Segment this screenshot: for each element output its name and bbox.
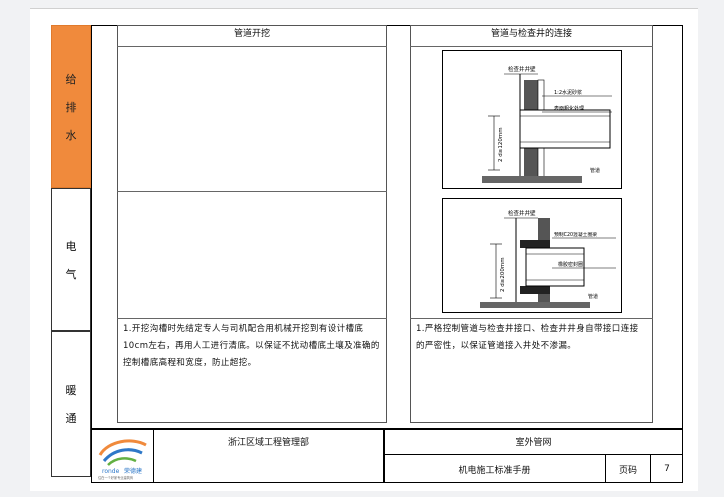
- footer-page-divider-1: [605, 454, 606, 483]
- footer-top-rule: [91, 428, 683, 430]
- logo-name: 荣德建: [124, 467, 142, 475]
- left-header-rule: [117, 46, 387, 47]
- right-note-rule: [410, 318, 653, 319]
- sidebar-water-char-2: 排: [65, 100, 77, 114]
- logo-en: ronde: [102, 468, 120, 475]
- diagram2-label-seal: 橡胶密封圈: [558, 261, 583, 268]
- sidebar-electric-char-2: 气: [65, 267, 77, 281]
- section-name: 室外管网: [515, 437, 552, 448]
- left-column-header: 管道开挖: [233, 29, 270, 39]
- right-column-header: 管道与检查井的连接: [490, 29, 572, 39]
- diagram1-dim-label: 2 d≥120mm: [498, 127, 504, 162]
- main-frame: [91, 25, 683, 483]
- page-number: 7: [664, 464, 670, 474]
- sidebar-water-char-3: 水: [65, 128, 77, 142]
- left-mid-rule: [117, 191, 387, 192]
- sidebar-water: 给 排 水: [51, 25, 91, 188]
- pipe-connection-diagram-2: 2 d≥200mm 检查井井壁 预制C20混凝土圈梁 橡胶密封圈 管道: [442, 198, 622, 313]
- right-header-rule: [410, 46, 653, 47]
- footer-right-rule: [383, 454, 683, 455]
- document-page: 给 排 水 电 气 暖 通 管道开挖 1.开挖沟槽时先结定专人与司机配合用机械开…: [30, 8, 698, 491]
- right-column: [410, 25, 653, 423]
- sidebar-water-char-1: 给: [65, 72, 77, 86]
- diagram1-label-mortar: 1:2水泥砂浆: [554, 89, 582, 96]
- left-note: 1.开挖沟槽时先结定专人与司机配合用机械开挖到有设计槽底10cm左右，再用人工进…: [123, 324, 380, 368]
- sidebar-hvac-char-2: 通: [65, 412, 77, 425]
- diagram1-title: 检查井井壁: [508, 65, 536, 73]
- pipe-connection-diagram-1: 2 d≥120mm 检查井井壁 1:2水泥砂浆 表面粗化处理 管道: [442, 50, 622, 189]
- sidebar-electric-char-1: 电: [65, 239, 77, 253]
- diagram2-title: 检查井井壁: [508, 209, 536, 217]
- diagram2-label-ring-beam: 预制C20混凝土圈梁: [554, 231, 597, 238]
- footer-page-divider-2: [650, 454, 651, 483]
- left-note-rule: [117, 318, 387, 319]
- sidebar-hvac-char-1: 暖: [65, 384, 77, 397]
- sidebar-electric: 电 气: [51, 188, 91, 331]
- footer-logo-divider: [153, 428, 154, 483]
- page-top-rule: [30, 8, 698, 9]
- right-note: 1.严格控制管道与检查井接口、检查井井身自带接口连接的严密性，以保证管道接入井处…: [416, 324, 639, 351]
- logo-tagline: 住在一个好家专业建筑商: [98, 475, 133, 480]
- diagram1-label-pipe: 管道: [590, 167, 600, 174]
- diagram1-label-rough: 表面粗化处理: [554, 105, 584, 112]
- company-logo: ronde 荣德建 住在一个好家专业建筑商: [94, 431, 152, 481]
- org-name: 浙江区域工程管理部: [227, 437, 309, 448]
- manual-name: 机电施工标准手册: [458, 465, 531, 476]
- page-label: 页码: [618, 465, 637, 476]
- diagram2-dim-label: 2 d≥200mm: [500, 257, 506, 292]
- footer-mid-divider: [383, 428, 385, 483]
- sidebar-hvac: 暖 通: [51, 331, 91, 477]
- diagram2-label-pipe: 管道: [588, 293, 598, 300]
- left-column: [117, 25, 387, 423]
